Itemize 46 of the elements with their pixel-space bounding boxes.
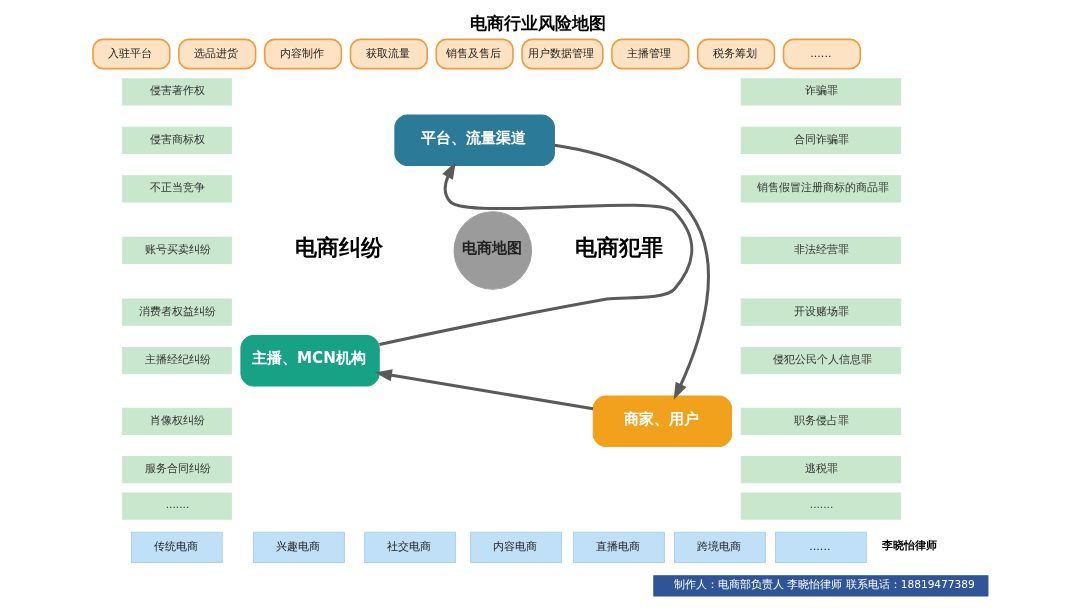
node-box: 非法经营罪 [740, 236, 901, 265]
node-box: 内容电商 [469, 531, 562, 564]
node-box: 兴趣电商 [252, 531, 345, 564]
node-box: 账号买卖纠纷 [121, 236, 232, 265]
node-box: 选品进货 [177, 38, 256, 70]
node-box: 主播经纪纠纷 [121, 347, 232, 375]
node-box: 销售假冒注册商标的商品罪 [740, 175, 901, 203]
node-box: 合同诈骗罪 [740, 126, 901, 154]
node-box: 用户数据管理 [520, 38, 604, 70]
node-box: 入驻平台 [91, 38, 171, 70]
node-box: 社交电商 [363, 531, 456, 564]
node-box: 消费者权益纠纷 [121, 298, 232, 326]
node-box: 侵害著作权 [121, 78, 232, 106]
node-box: ...... [782, 38, 861, 70]
arrow [553, 143, 710, 400]
node-box: 侵害商标权 [121, 126, 232, 154]
node-box: ....... [121, 492, 232, 520]
node-box: 侵犯公民个人信息罪 [740, 347, 901, 375]
node-box: 主播、MCN机构 [239, 334, 380, 387]
node-circle: 电商地图 [453, 211, 532, 290]
node-box: 职务侵占罪 [740, 407, 901, 435]
node-box: 开设赌场罪 [740, 298, 901, 326]
node-box: 主播管理 [610, 38, 689, 70]
node-box: 跨境电商 [673, 531, 766, 564]
node-box: 平台、流量渠道 [393, 114, 555, 167]
node-box: 税务筹划 [696, 38, 775, 70]
node-box: ....... [740, 492, 901, 520]
node-box: 服务合同纠纷 [121, 456, 232, 484]
diagram-title: 电商行业风险地图 [469, 12, 606, 33]
node-box: 内容制作 [263, 38, 342, 70]
node-box: 商家、用户 [592, 395, 732, 447]
node-box: 制作人：电商部负责人 李晓怡律师 联系电话：18819477389 [652, 575, 988, 597]
label: 电商犯罪 [574, 234, 663, 261]
node-box: 逃税罪 [740, 456, 901, 484]
node-box: ...... [774, 531, 867, 564]
node-box: 销售及售后 [434, 38, 514, 70]
node-box: 获取流量 [349, 38, 428, 70]
node-box: 诈骗罪 [740, 78, 901, 106]
node-box: 不正当竞争 [121, 175, 232, 203]
node-box: 肖像权纠纷 [121, 407, 232, 435]
node-box: 传统电商 [130, 531, 223, 564]
label: 电商纠纷 [294, 234, 383, 261]
arrow [374, 369, 593, 411]
arrow [378, 161, 693, 346]
label: 李晓怡律师 [881, 539, 937, 553]
node-box: 直播电商 [572, 531, 665, 564]
